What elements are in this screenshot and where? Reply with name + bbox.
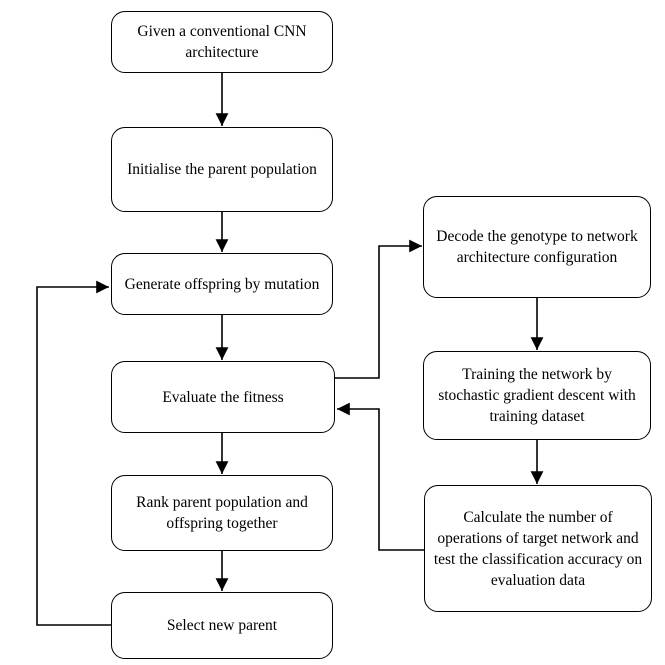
- step-rank-population: Rank parent population and offspring tog…: [111, 475, 333, 551]
- arrow-calculate-to-evaluate: [337, 402, 424, 551]
- step-calculate-operations-label: Calculate the number of operations of ta…: [433, 508, 643, 589]
- step-training-network: Training the network by stochastic gradi…: [423, 351, 651, 440]
- step-evaluate-fitness: Evaluate the fitness: [111, 361, 335, 433]
- step-calculate-operations: Calculate the number of operations of ta…: [424, 485, 652, 612]
- step-evaluate-fitness-label: Evaluate the fitness: [162, 388, 284, 406]
- arrow-evaluate-to-decode: [335, 239, 422, 379]
- step-decode-genotype: Decode the genotype to network architect…: [423, 196, 651, 298]
- step-select-parent-label: Select new parent: [166, 617, 278, 634]
- step-decode-genotype-label: Decode the genotype to network architect…: [436, 228, 638, 266]
- step-generate-offspring: Generate offspring by mutation: [111, 253, 333, 315]
- step-rank-population-label: Rank parent population and offspring tog…: [136, 494, 308, 532]
- step-initialise-population: Initialise the parent population: [111, 127, 333, 212]
- step-initialise-population-label: Initialise the parent population: [127, 161, 317, 178]
- step-select-parent: Select new parent: [111, 592, 333, 659]
- step-training-network-label: Training the network by stochastic gradi…: [438, 366, 636, 425]
- step-given-cnn: Given a conventional CNN architecture: [111, 11, 333, 73]
- step-given-cnn-label: Given a conventional CNN architecture: [137, 23, 307, 61]
- step-generate-offspring-label: Generate offspring by mutation: [124, 275, 320, 293]
- arrow-select-loop-to-generate: [36, 280, 111, 626]
